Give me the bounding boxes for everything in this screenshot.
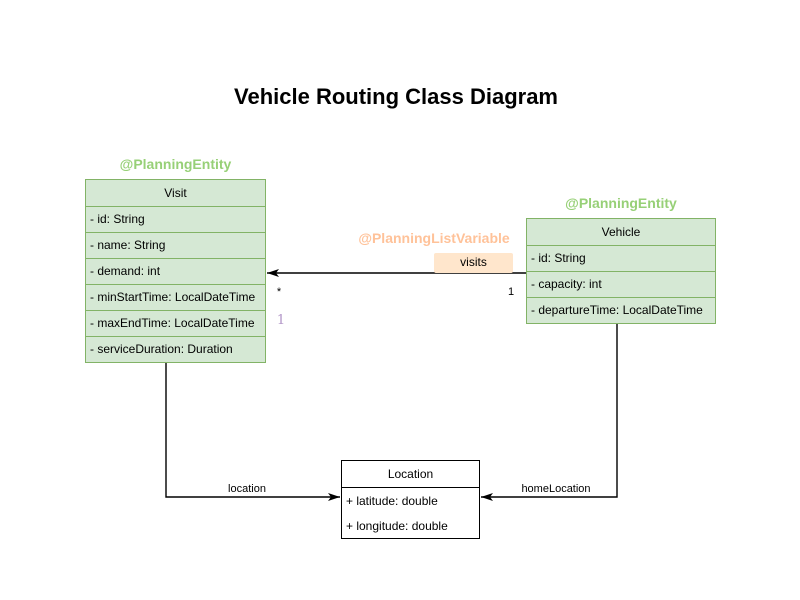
visits-target-multiplicity: * [276, 286, 282, 298]
visits-edge-label[interactable]: visits [434, 253, 513, 273]
class-location-name: Location [387, 467, 434, 481]
visit-planning-entity-annotation: @PlanningEntity [119, 156, 232, 172]
class-vehicle-attribute: - id: String [527, 245, 715, 271]
edge-home-location[interactable] [481, 322, 618, 501]
class-vehicle-attribute: - capacity: int [527, 271, 715, 297]
class-location-attribute: + longitude: double [346, 519, 448, 533]
class-location[interactable]: Location + latitude: double + longitude:… [341, 460, 480, 539]
class-visit-attribute: - name: String [86, 232, 265, 258]
class-visit-attribute: - id: String [86, 206, 265, 232]
visits-extra-multiplicity: 1 [276, 313, 286, 328]
class-visit[interactable]: Visit - id: String - name: String - dema… [85, 179, 266, 363]
location-edge-label[interactable]: location [228, 483, 266, 495]
class-visit-attribute: - serviceDuration: Duration [86, 336, 265, 362]
class-location-attribute: + latitude: double [346, 494, 438, 508]
class-visit-attribute: - minStartTime: LocalDateTime [86, 284, 265, 310]
planning-list-variable-annotation: @PlanningListVariable [358, 230, 510, 246]
class-vehicle-attribute: - departureTime: LocalDateTime [527, 297, 715, 323]
edge-location[interactable] [165, 361, 340, 501]
visits-source-multiplicity: 1 [507, 286, 515, 298]
class-visit-name: Visit [164, 186, 187, 200]
class-vehicle-name: Vehicle [601, 225, 641, 239]
vehicle-planning-entity-annotation: @PlanningEntity [565, 195, 677, 211]
class-visit-attribute: - maxEndTime: LocalDateTime [86, 310, 265, 336]
class-vehicle[interactable]: Vehicle - id: String - capacity: int - d… [526, 218, 716, 324]
diagram-title: Vehicle Routing Class Diagram [234, 84, 558, 109]
home-location-edge-label[interactable]: homeLocation [521, 483, 591, 495]
class-visit-attribute: - demand: int [86, 258, 265, 284]
